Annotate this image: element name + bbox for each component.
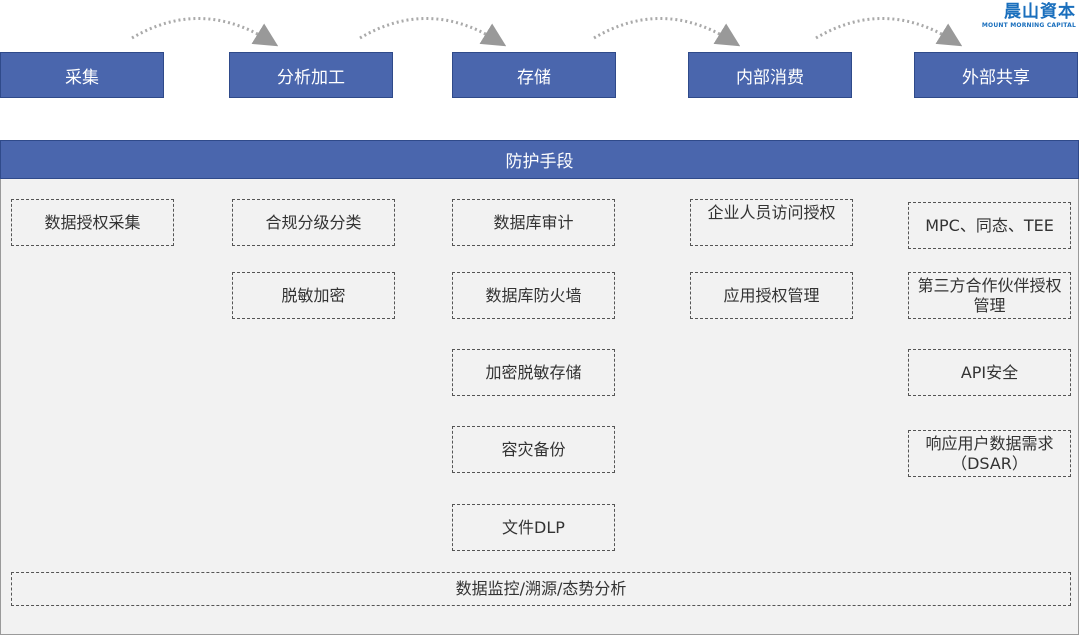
measure-masking-encryption: 脱敏加密 — [232, 272, 395, 319]
arrow-stage-2-3 — [359, 17, 507, 47]
protection-panel — [0, 179, 1079, 635]
stage-collect: 采集 — [0, 52, 164, 98]
logo: 晨山資本 MOUNT MORNING CAPITAL — [982, 4, 1076, 29]
arrow-stage-3-4 — [593, 17, 741, 47]
measure-compliance-classification: 合规分级分类 — [232, 199, 395, 246]
stage-storage: 存储 — [452, 52, 616, 98]
measure-encrypted-storage: 加密脱敏存储 — [452, 349, 615, 396]
measure-app-auth-management: 应用授权管理 — [690, 272, 853, 319]
stage-flow-arrows — [131, 17, 963, 47]
stage-external-share: 外部共享 — [914, 52, 1078, 98]
stage-analysis: 分析加工 — [229, 52, 393, 98]
measure-monitoring-tracing: 数据监控/溯源/态势分析 — [11, 572, 1071, 606]
measure-api-security: API安全 — [908, 349, 1071, 396]
protection-title: 防护手段 — [0, 140, 1079, 179]
measure-partner-auth-management: 第三方合作伙伴授权管理 — [908, 272, 1071, 319]
measure-file-dlp: 文件DLP — [452, 504, 615, 551]
arrow-stage-1-2 — [131, 17, 279, 47]
arrow-stage-4-5 — [815, 17, 963, 47]
logo-name-cn: 晨山資本 — [1004, 2, 1076, 22]
measure-database-firewall: 数据库防火墙 — [452, 272, 615, 319]
measure-dsar: 响应用户数据需求（DSAR） — [908, 430, 1071, 477]
measure-mpc-he-tee: MPC、同态、TEE — [908, 202, 1071, 249]
measure-authorized-collection: 数据授权采集 — [11, 199, 174, 246]
measure-disaster-backup: 容灾备份 — [452, 426, 615, 473]
stage-internal-use: 内部消费 — [688, 52, 852, 98]
measure-database-audit: 数据库审计 — [452, 199, 615, 246]
logo-name-en: MOUNT MORNING CAPITAL — [981, 22, 1076, 29]
measure-staff-access-auth: 企业人员访问授权 — [690, 199, 853, 246]
